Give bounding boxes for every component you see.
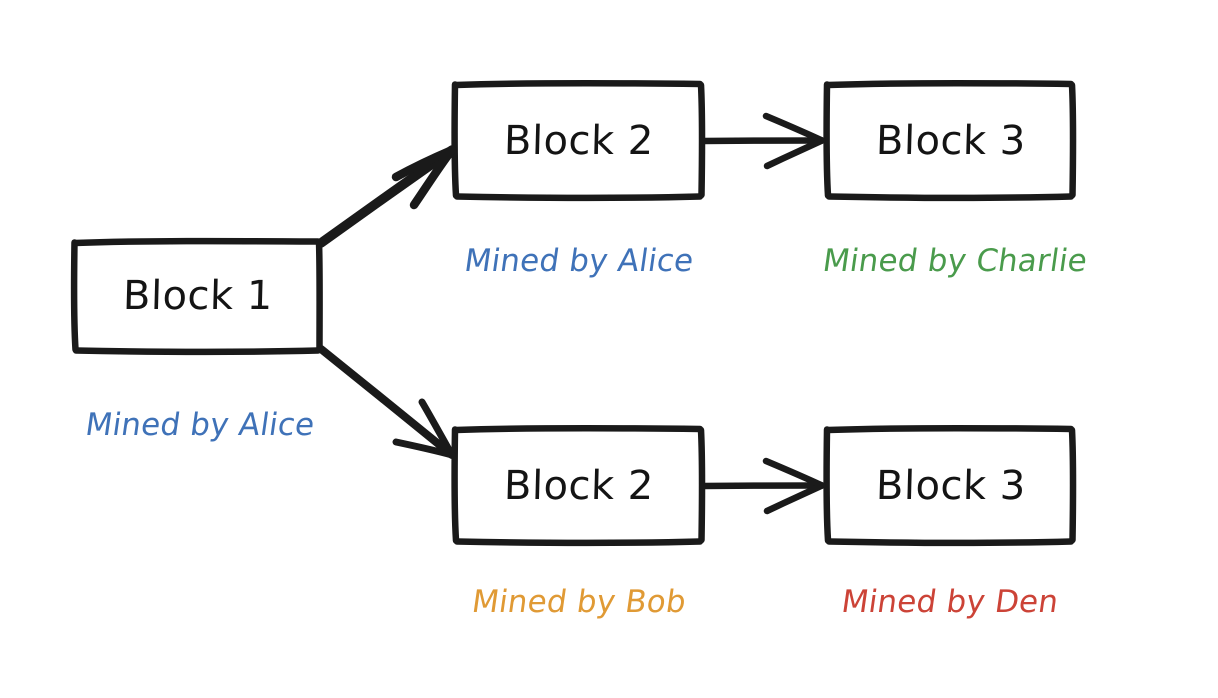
block-block3-bottom[interactable]: Block 3: [828, 429, 1073, 542]
arrow-block1-to-block2-top: [316, 145, 457, 248]
arrow-block2-bottom-to-block3-bottom: [699, 457, 826, 515]
miner-label-block2-top: Mined by Alice: [462, 243, 697, 279]
block-block1[interactable]: Block 1: [75, 241, 320, 351]
block-block2-top[interactable]: Block 2: [456, 84, 702, 197]
block-label: Block 3: [874, 462, 1027, 509]
block-label: Block 1: [121, 273, 274, 319]
block-block3-top[interactable]: Block 3: [828, 84, 1073, 197]
miner-label-block1: Mined by Alice: [83, 407, 318, 443]
miner-label-block2-bottom: Mined by Bob: [469, 584, 689, 620]
miner-label-block3-bottom: Mined by Den: [839, 584, 1061, 620]
block-block2-bottom[interactable]: Block 2: [456, 429, 702, 542]
arrow-block2-top-to-block3-top: [699, 112, 826, 170]
block-label: Block 2: [503, 117, 655, 164]
block-label: Block 2: [503, 462, 655, 509]
miner-label-block3-top: Mined by Charlie: [820, 243, 1090, 279]
block-label: Block 3: [874, 117, 1027, 164]
